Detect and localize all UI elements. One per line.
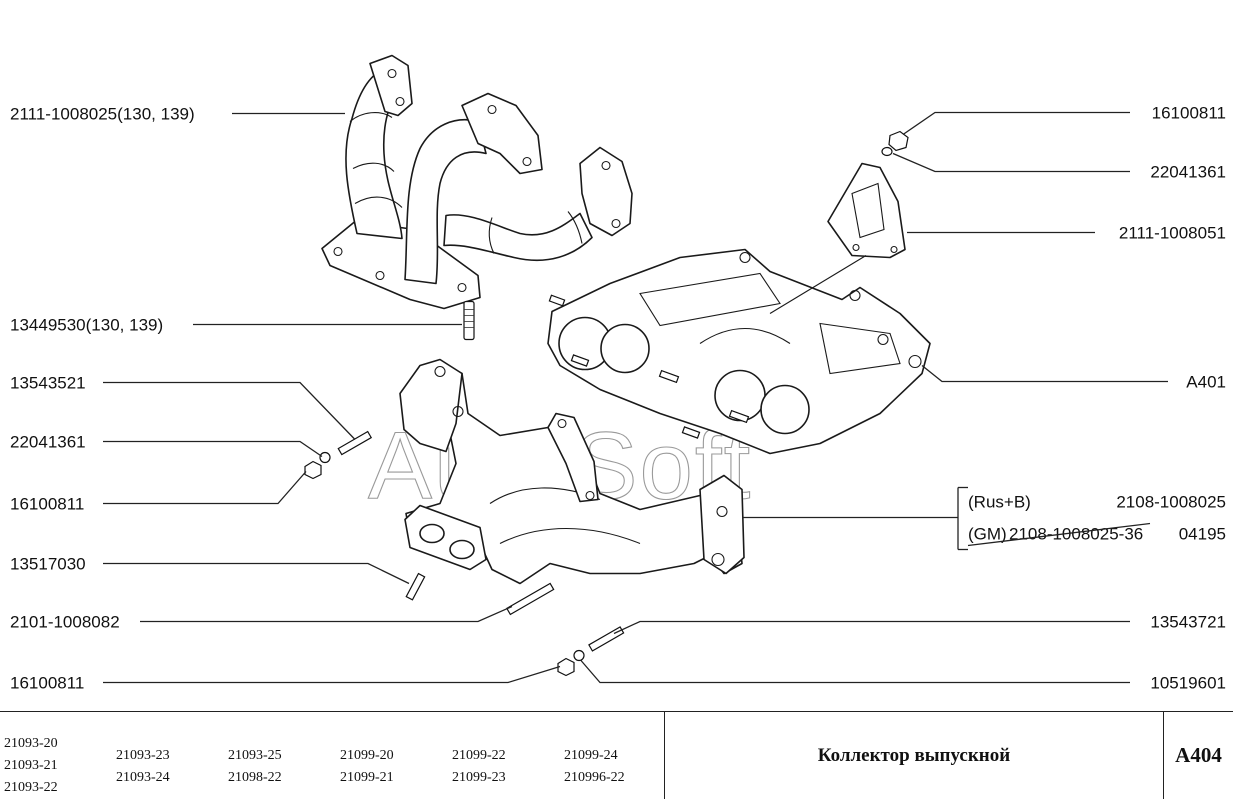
model-code: 21093-21 — [4, 758, 58, 773]
title-cell: Коллектор выпускной — [665, 712, 1164, 799]
footer-table: 21093-20 21093-21 21093-22 21093-23 2109… — [0, 711, 1233, 799]
stud-13517030 — [405, 572, 426, 601]
model-code: 21099-24 — [564, 748, 618, 763]
model-code: 21099-21 — [340, 770, 394, 785]
heat-shield-bracket — [769, 162, 906, 314]
model-code: 21093-22 — [4, 780, 58, 795]
model-code: 21093-23 — [116, 748, 170, 763]
label-gm-extra: 04195 — [1179, 525, 1226, 544]
callout-labels: 2111-1008025(130, 139) 13449530(130, 139… — [10, 104, 1226, 693]
washer-10519601 — [573, 649, 585, 662]
label-rus-part: 2108-1008025 — [1116, 493, 1226, 512]
page-title: Коллектор выпускной — [817, 744, 1011, 766]
model-code: 21093-25 — [228, 748, 282, 763]
label-16100811-top: 16100811 — [1152, 104, 1226, 123]
model-code: 210996-22 — [564, 770, 625, 785]
washer-22041361-top — [881, 146, 893, 157]
page-code: A404 — [1175, 743, 1222, 767]
label-13449530: 13449530(130, 139) — [10, 316, 163, 335]
model-code: 21093-24 — [116, 770, 170, 785]
model-code: 21093-20 — [4, 736, 58, 751]
label-a401: A401 — [1186, 373, 1226, 392]
label-2101-1008082: 2101-1008082 — [10, 613, 120, 632]
downpipe-assembly — [321, 54, 633, 310]
label-16100811-left: 16100811 — [10, 495, 84, 514]
label-2111-1008051: 2111-1008051 — [1119, 224, 1226, 243]
label-gm-part: 2108-1008025-36 — [1009, 525, 1143, 544]
label-13543521: 13543521 — [10, 374, 86, 393]
exhaust-manifold-2108 — [399, 358, 745, 585]
stud-13543521 — [337, 430, 373, 456]
leader-lines — [103, 111, 1168, 684]
model-code: 21099-22 — [452, 748, 506, 763]
label-16100811-bottom: 16100811 — [10, 674, 84, 693]
nut-16100811-left — [304, 460, 322, 480]
model-code: 21098-22 — [228, 770, 282, 785]
stud-2101-1008082 — [506, 582, 555, 616]
label-22041361-top: 22041361 — [1150, 163, 1226, 182]
label-13543721: 13543721 — [1150, 613, 1226, 632]
nut-16100811-top — [888, 130, 909, 152]
label-22041361-left: 22041361 — [10, 433, 86, 452]
stud-13543721 — [588, 626, 625, 652]
code-cell: A404 — [1164, 712, 1233, 799]
nut-16100811-bottom — [557, 657, 575, 677]
label-gm-tag: (GM) — [968, 525, 1007, 544]
model-code: 21099-23 — [452, 770, 506, 785]
strike-through — [967, 522, 1151, 547]
model-code: 21099-20 — [340, 748, 394, 763]
label-10519601: 10519601 — [1150, 674, 1226, 693]
stud-13449530 — [463, 300, 475, 341]
label-2111-1008025: 2111-1008025(130, 139) — [10, 105, 195, 124]
manifold-a401 — [547, 248, 931, 455]
label-rus-tag: (Rus+B) — [968, 493, 1031, 512]
washer-22041361-left — [319, 451, 331, 464]
model-list: 21093-20 21093-21 21093-22 21093-23 2109… — [0, 712, 665, 799]
label-13517030: 13517030 — [10, 555, 86, 574]
